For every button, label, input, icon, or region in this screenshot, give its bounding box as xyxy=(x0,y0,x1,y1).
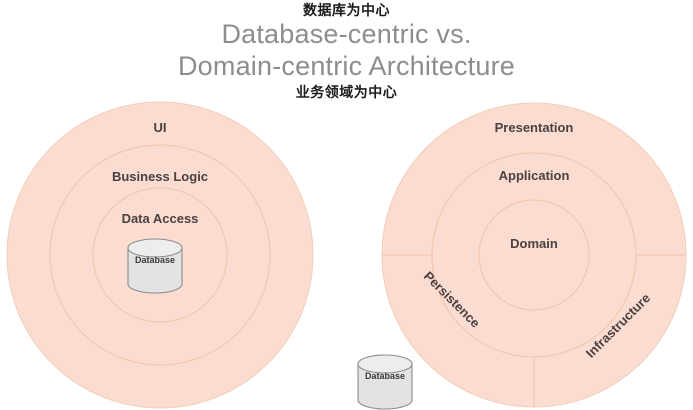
left-ring-data-access xyxy=(92,187,228,323)
left-diagram-group xyxy=(6,101,314,409)
cylinder-body xyxy=(357,363,413,410)
left-database-cylinder xyxy=(127,238,183,294)
right-ring-domain xyxy=(478,199,590,311)
right-database-cylinder xyxy=(357,354,413,410)
cylinder-body xyxy=(127,247,183,294)
right-diagram-group xyxy=(357,102,687,410)
cylinder-top xyxy=(357,354,413,374)
left-ring-business-logic xyxy=(49,144,271,366)
cylinder-top xyxy=(127,238,183,258)
